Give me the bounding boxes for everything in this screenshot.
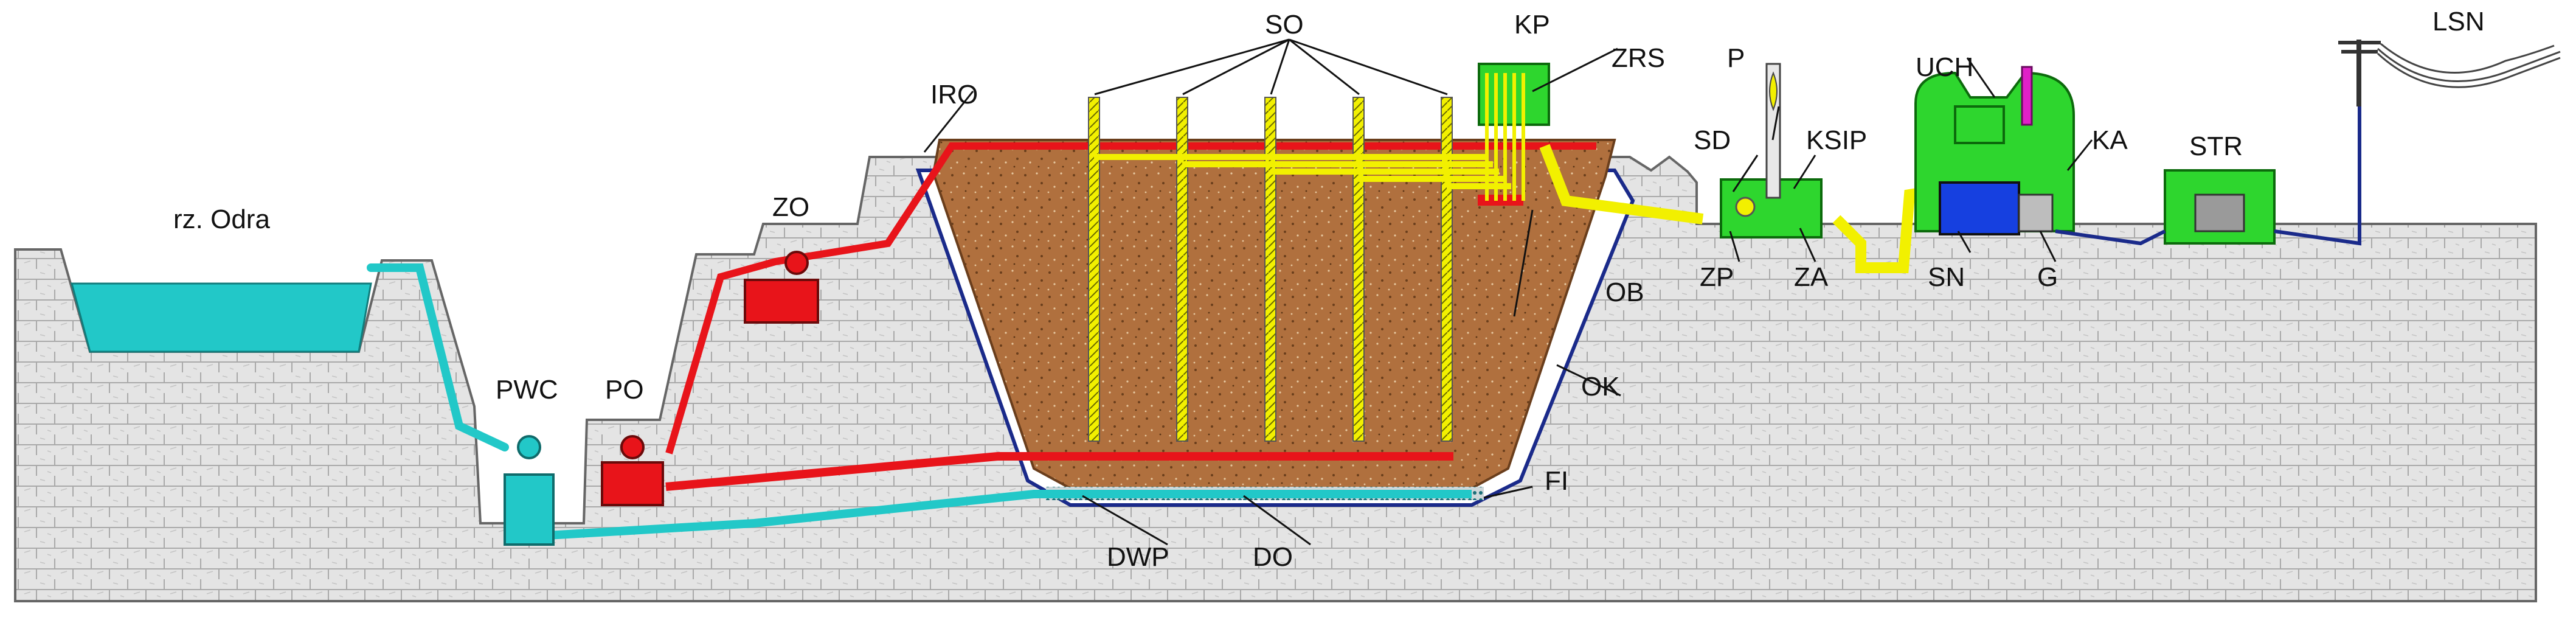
label-ob: OB	[1605, 277, 1644, 307]
label-so: SO	[1265, 10, 1304, 40]
flame-icon	[1769, 71, 1778, 111]
transformer-icon	[2194, 193, 2245, 232]
label-zp: ZP	[1700, 262, 1734, 292]
leader-lines	[923, 38, 2093, 546]
pump-icon	[517, 435, 541, 459]
label-iro: IRO	[930, 80, 978, 110]
gas-well	[1352, 97, 1365, 442]
zp-gas-meter	[1735, 197, 1756, 217]
label-sd: SD	[1694, 125, 1731, 155]
label-ka: KA	[2092, 125, 2128, 155]
gas-well	[1441, 97, 1453, 442]
gas-well	[1088, 97, 1100, 442]
pump-icon	[784, 251, 809, 275]
label-zo: ZO	[772, 192, 809, 222]
label-pwc: PWC	[496, 375, 558, 405]
zo-tank	[744, 279, 819, 324]
water-intake-pipe	[367, 263, 509, 451]
recirculation-pipe-lower	[665, 452, 1453, 491]
gas-well	[1176, 97, 1188, 442]
label-za: ZA	[1794, 262, 1829, 292]
water-drain-pipe	[547, 490, 1472, 540]
label-lsn: LSN	[2432, 7, 2485, 37]
label-g: G	[2037, 262, 2058, 292]
label-fi: FI	[1545, 466, 1568, 496]
label-do: DO	[1253, 542, 1293, 572]
ka-catalyst	[1954, 105, 2005, 144]
gas-well	[1264, 97, 1276, 442]
exhaust-stack	[2021, 66, 2033, 126]
lsn-power-line	[2377, 43, 2561, 88]
label-p: P	[1727, 43, 1745, 73]
power-cable	[2055, 97, 2361, 246]
label-kp: KP	[1514, 10, 1550, 40]
label-ok: OK	[1581, 372, 1620, 402]
ob-distribution	[1478, 195, 1523, 206]
label-rz-odra: rz. Odra	[173, 204, 270, 234]
g-generator	[2018, 193, 2054, 232]
label-str: STR	[2189, 131, 2243, 161]
river-water	[71, 282, 372, 353]
po-tank	[601, 461, 664, 506]
label-ksip: KSIP	[1806, 125, 1867, 155]
recirculation-pipe-upper	[665, 142, 1596, 455]
pump-icon	[620, 435, 645, 459]
label-dwp: DWP	[1107, 542, 1169, 572]
label-zrs: ZRS	[1612, 43, 1665, 73]
label-uch: UCH	[1916, 52, 1973, 82]
power-pylon-icon	[2338, 40, 2381, 106]
zrs-valve-block	[1485, 73, 1525, 201]
pwc-tank	[504, 473, 555, 546]
gas-collection-lines	[1094, 154, 1511, 189]
label-sn: SN	[1928, 262, 1965, 292]
label-po: PO	[605, 375, 644, 405]
sn-engine	[1939, 181, 2020, 235]
